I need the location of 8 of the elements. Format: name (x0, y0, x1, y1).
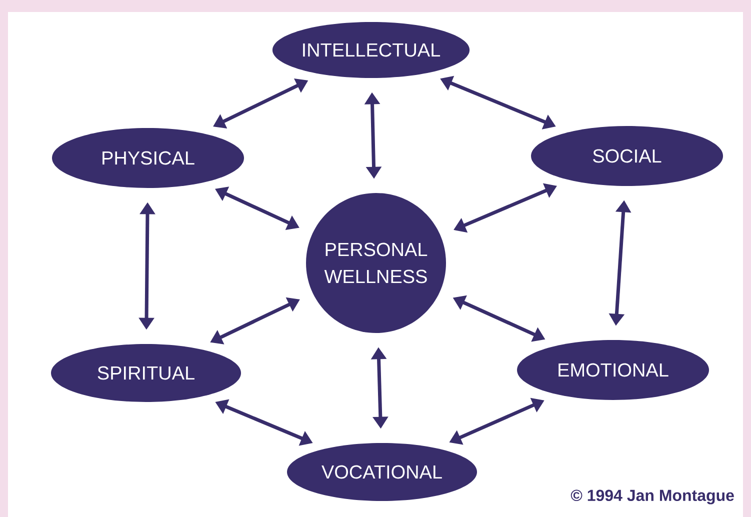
ellipse-node: SOCIAL (531, 126, 723, 186)
ellipse-node: EMOTIONAL (517, 340, 709, 400)
circle-node: PERSONAL WELLNESS (306, 193, 446, 333)
ellipse-node: SPIRITUAL (51, 344, 241, 402)
ellipse-node: VOCATIONAL (287, 443, 477, 501)
ellipse-node: PHYSICAL (52, 128, 244, 188)
copyright-note: © 1994 Jan Montague (570, 490, 734, 504)
ellipse-node: INTELLECTUAL (272, 22, 470, 78)
